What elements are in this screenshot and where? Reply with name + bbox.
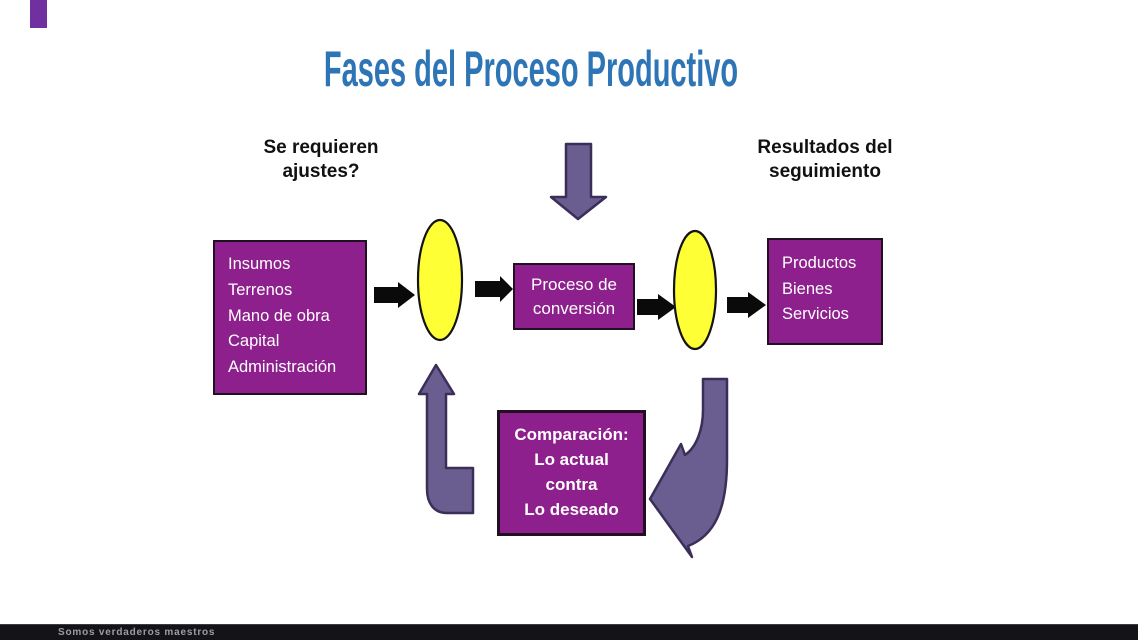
footer-watermark-text: Somos verdaderos maestros xyxy=(58,627,216,638)
flow-arrow-icon xyxy=(727,292,766,318)
slide-title: Fases del Proceso Productivo xyxy=(323,41,739,97)
footer-bar: Somos verdaderos maestros xyxy=(0,624,1138,640)
feedback-up-arrow-icon xyxy=(417,363,475,515)
outputs-box: Productos Bienes Servicios xyxy=(767,238,883,345)
down-arrow-icon xyxy=(549,142,608,221)
flow-arrow-icon xyxy=(374,282,415,308)
label-tracking-results: Resultados del seguimiento xyxy=(757,137,893,182)
flow-arrow-icon xyxy=(475,276,513,302)
conversion-process-box: Proceso de conversión xyxy=(513,263,635,330)
flow-arrow-icon xyxy=(637,294,676,320)
checkpoint-ellipse-left xyxy=(416,218,464,342)
label-adjustments-question: Se requieren ajustes? xyxy=(263,137,379,182)
corner-accent-shape xyxy=(30,0,47,28)
feedback-down-arrow-icon xyxy=(648,377,729,559)
comparison-box: Comparación: Lo actual contra Lo deseado xyxy=(497,410,646,536)
checkpoint-ellipse-right xyxy=(672,229,718,351)
inputs-box: Insumos Terrenos Mano de obra Capital Ad… xyxy=(213,240,367,395)
